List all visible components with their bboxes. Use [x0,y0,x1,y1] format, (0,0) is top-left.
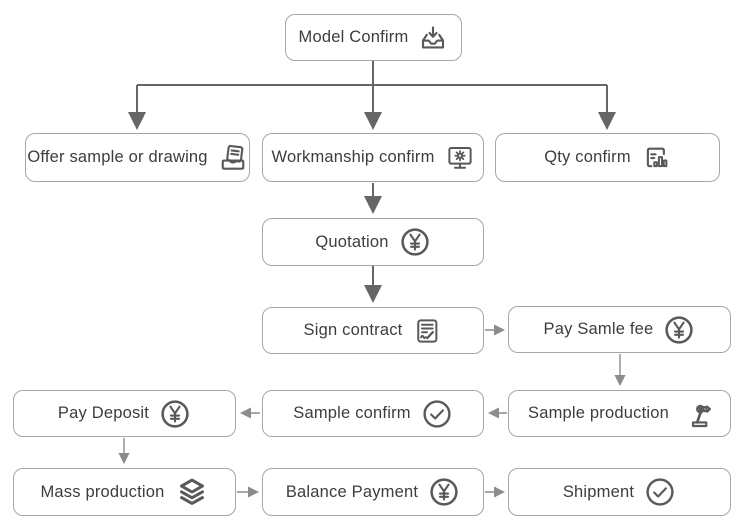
robot-arm-icon [679,398,711,430]
node-pay-sample-fee: Pay Samle fee [508,306,731,353]
node-label: Model Confirm [298,28,409,46]
node-label: Mass production [40,482,165,501]
check-circle-icon [421,398,453,430]
yen-circle-icon [428,476,460,508]
node-label: Pay Samle fee [543,320,654,338]
contract-signature-icon [412,316,442,346]
monitor-gear-icon [445,143,475,173]
node-model-confirm: Model Confirm [285,14,462,61]
node-balance-payment: Balance Payment [262,468,484,516]
node-offer-sample-or-drawing: Offer sample or drawing [25,133,250,182]
yen-circle-icon [663,314,695,346]
node-sign-contract: Sign contract [262,307,484,354]
node-sample-confirm: Sample confirm [262,390,484,437]
fax-document-icon [218,143,248,173]
yen-circle-icon [399,226,431,258]
node-label: Pay Deposit [57,404,150,422]
node-workmanship-confirm: Workmanship confirm [262,133,484,182]
node-label: Workmanship confirm [271,148,435,166]
node-mass-production: Mass production [13,468,236,516]
node-label: Sample production [528,404,669,422]
node-label: Offer sample or drawing [27,148,208,166]
node-label: Sample confirm [293,404,411,422]
node-label: Qty confirm [544,148,631,166]
node-quotation: Quotation [262,218,484,266]
yen-circle-icon [159,398,191,430]
document-bar-chart-icon [641,143,671,173]
node-label: Sign contract [303,321,403,339]
node-qty-confirm: Qty confirm [495,133,720,182]
node-label: Shipment [562,482,635,501]
node-sample-production: Sample production [508,390,731,437]
node-label: Balance Payment [285,482,419,501]
layers-stack-icon [175,475,209,509]
node-shipment: Shipment [508,468,731,516]
check-circle-icon [644,476,676,508]
download-tray-icon [418,23,448,53]
node-pay-deposit: Pay Deposit [13,390,236,437]
node-label: Quotation [315,232,389,251]
